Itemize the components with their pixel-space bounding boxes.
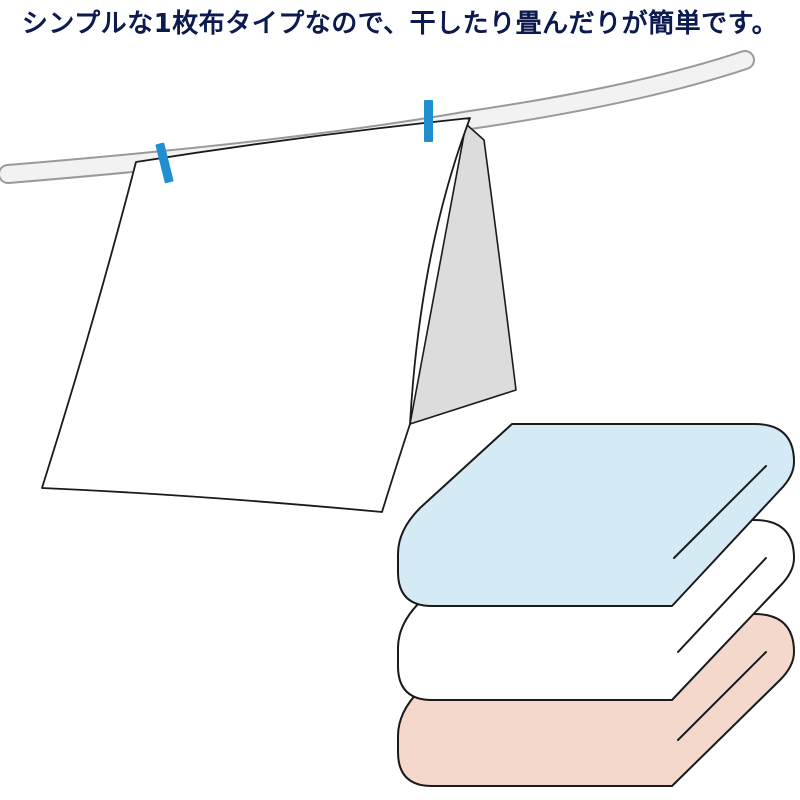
folded-towel-white-fold <box>677 557 767 653</box>
caption-text: シンプルな1枚布タイプなので、干したり畳んだりが簡単です。 <box>21 9 779 39</box>
folded-towel-stack <box>397 423 795 787</box>
folded-towel-blue <box>397 423 795 607</box>
hanging-towel-front <box>41 117 471 513</box>
folded-towel-blue-body <box>397 423 795 607</box>
folded-towel-blue-fold <box>673 465 767 559</box>
clothespin-left <box>155 142 174 184</box>
clothespin-right <box>424 100 433 142</box>
folded-towel-pink-fold <box>677 651 767 741</box>
